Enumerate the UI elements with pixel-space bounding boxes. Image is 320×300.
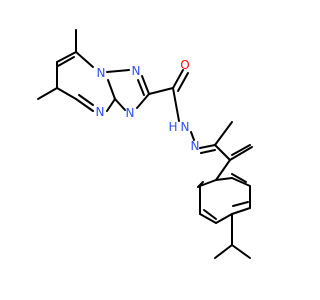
atom-label-amide-h: H	[168, 120, 177, 134]
bond-13	[141, 75, 150, 95]
bond-28	[199, 179, 217, 187]
bond-3	[57, 56, 75, 67]
atom-label-n-triazole-bottom: N	[126, 106, 135, 120]
bond-10	[107, 79, 116, 100]
bond-1	[75, 51, 94, 68]
bond-9	[106, 98, 116, 112]
bond-41	[214, 244, 233, 259]
bond-6	[37, 87, 58, 100]
atom-label-carbonyl-o: O	[180, 58, 189, 72]
bond-5	[56, 87, 77, 100]
bond-16	[148, 87, 174, 95]
atom-label-amide-n: N	[181, 120, 190, 134]
bond-42	[231, 244, 251, 259]
bond-33	[215, 213, 233, 224]
bond-11	[106, 69, 130, 73]
bond-37	[231, 177, 251, 187]
bond-35	[232, 201, 249, 207]
bond-31	[199, 213, 217, 224]
bond-19	[172, 87, 180, 122]
bond-12	[114, 98, 126, 111]
bond-29	[197, 181, 204, 188]
bond-25	[229, 146, 253, 161]
bond-18	[177, 72, 189, 92]
bond-32	[203, 209, 217, 220]
atom-label-n-triazole-top: N	[132, 64, 141, 78]
bond-21	[199, 144, 216, 149]
bond-7	[75, 98, 94, 112]
bond-38	[231, 173, 247, 183]
bond-34	[231, 207, 251, 215]
bond-8	[78, 94, 94, 106]
molecule-diagram: N N N N O H N N	[37, 29, 253, 259]
bond-39	[215, 177, 233, 181]
atom-label-n-pyrimidine: N	[96, 105, 105, 119]
structure-svg: N N N N O H N N	[37, 29, 253, 259]
bond-14	[137, 79, 145, 96]
atom-label-layer: N N N N O H N N	[96, 58, 200, 153]
bond-20	[190, 131, 195, 141]
bond-15	[136, 93, 150, 109]
bond-27	[215, 159, 231, 181]
bond-2	[56, 51, 77, 63]
bond-17	[172, 69, 184, 89]
bond-layer	[37, 29, 253, 259]
bond-24	[214, 144, 231, 161]
atom-label-imine-n: N	[191, 139, 200, 153]
bond-23	[214, 121, 233, 146]
atom-label-n-bridgehead: N	[97, 66, 106, 80]
bond-22	[200, 149, 216, 154]
bond-26	[231, 144, 251, 156]
